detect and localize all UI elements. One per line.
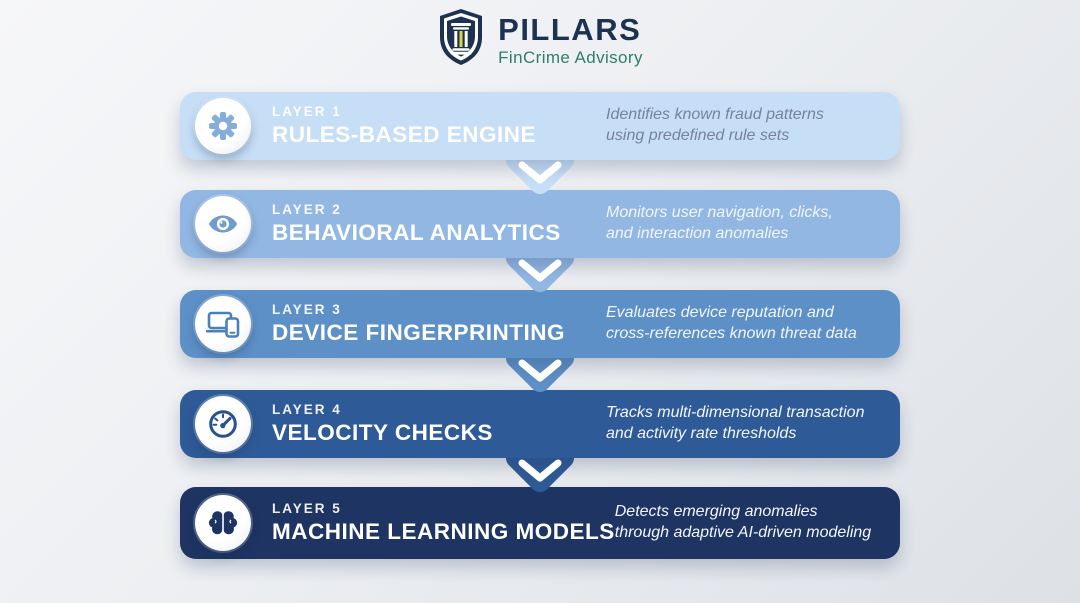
layer-5-title: MACHINE LEARNING MODELS xyxy=(272,519,615,544)
layer-1-label: LAYER 1 xyxy=(272,104,342,119)
chevron-down-icon xyxy=(518,259,562,282)
devices-icon xyxy=(195,296,251,352)
layer-bar-4: LAYER 4 VELOCITY CHECKS Tracks multi-dim… xyxy=(180,390,900,458)
layer-2-titles: LAYER 2 BEHAVIORAL ANALYTICS xyxy=(272,202,561,246)
chevron-down-icon xyxy=(518,459,562,482)
layer-4-label: LAYER 4 xyxy=(272,402,342,417)
layer-2-label: LAYER 2 xyxy=(272,202,342,217)
layer-5-description: Detects emerging anomalies through adapt… xyxy=(614,503,872,541)
layer-4-title: VELOCITY CHECKS xyxy=(272,420,493,445)
chevron-down-icon xyxy=(518,161,562,184)
gear-icon xyxy=(195,98,251,154)
shield-pillar-icon xyxy=(437,8,485,71)
layer-3-titles: LAYER 3 DEVICE FINGERPRINTING xyxy=(272,302,565,346)
layer-2-description: Monitors user navigation, clicks, and in… xyxy=(606,204,833,242)
layer-5-label: LAYER 5 xyxy=(272,501,342,516)
brain-icon xyxy=(195,495,251,551)
layer-bar-3: LAYER 3 DEVICE FINGERPRINTING Evaluates … xyxy=(180,290,900,358)
brand-tagline: FinCrime Advisory xyxy=(498,47,643,67)
logo-text: PILLARS FinCrime Advisory xyxy=(498,14,643,66)
layer-4-titles: LAYER 4 VELOCITY CHECKS xyxy=(272,402,493,446)
layer-1-titles: LAYER 1 RULES-BASED ENGINE xyxy=(272,104,536,148)
layer-bar-1: LAYER 1 RULES-BASED ENGINE Identifies kn… xyxy=(180,92,900,160)
layer-2-title: BEHAVIORAL ANALYTICS xyxy=(272,220,561,245)
layer-1-title: RULES-BASED ENGINE xyxy=(272,122,537,147)
layer-3-label: LAYER 3 xyxy=(272,302,342,317)
layer-4-description: Tracks multi-dimensional transaction and… xyxy=(606,404,865,442)
layer-bar-5: LAYER 5 MACHINE LEARNING MODELS Detects … xyxy=(180,487,900,559)
layer-bar-2: LAYER 2 BEHAVIORAL ANALYTICS Monitors us… xyxy=(180,190,900,258)
logo: PILLARS FinCrime Advisory xyxy=(0,8,1080,71)
layer-1-description: Identifies known fraud patterns using pr… xyxy=(606,106,824,144)
layer-5-titles: LAYER 5 MACHINE LEARNING MODELS xyxy=(272,501,615,545)
eye-icon xyxy=(195,196,251,252)
brand-name: PILLARS xyxy=(498,11,642,47)
chevron-down-icon xyxy=(518,359,562,382)
layer-3-description: Evaluates device reputation and cross-re… xyxy=(606,304,857,342)
gauge-icon xyxy=(195,396,251,452)
layer-3-title: DEVICE FINGERPRINTING xyxy=(272,320,566,345)
